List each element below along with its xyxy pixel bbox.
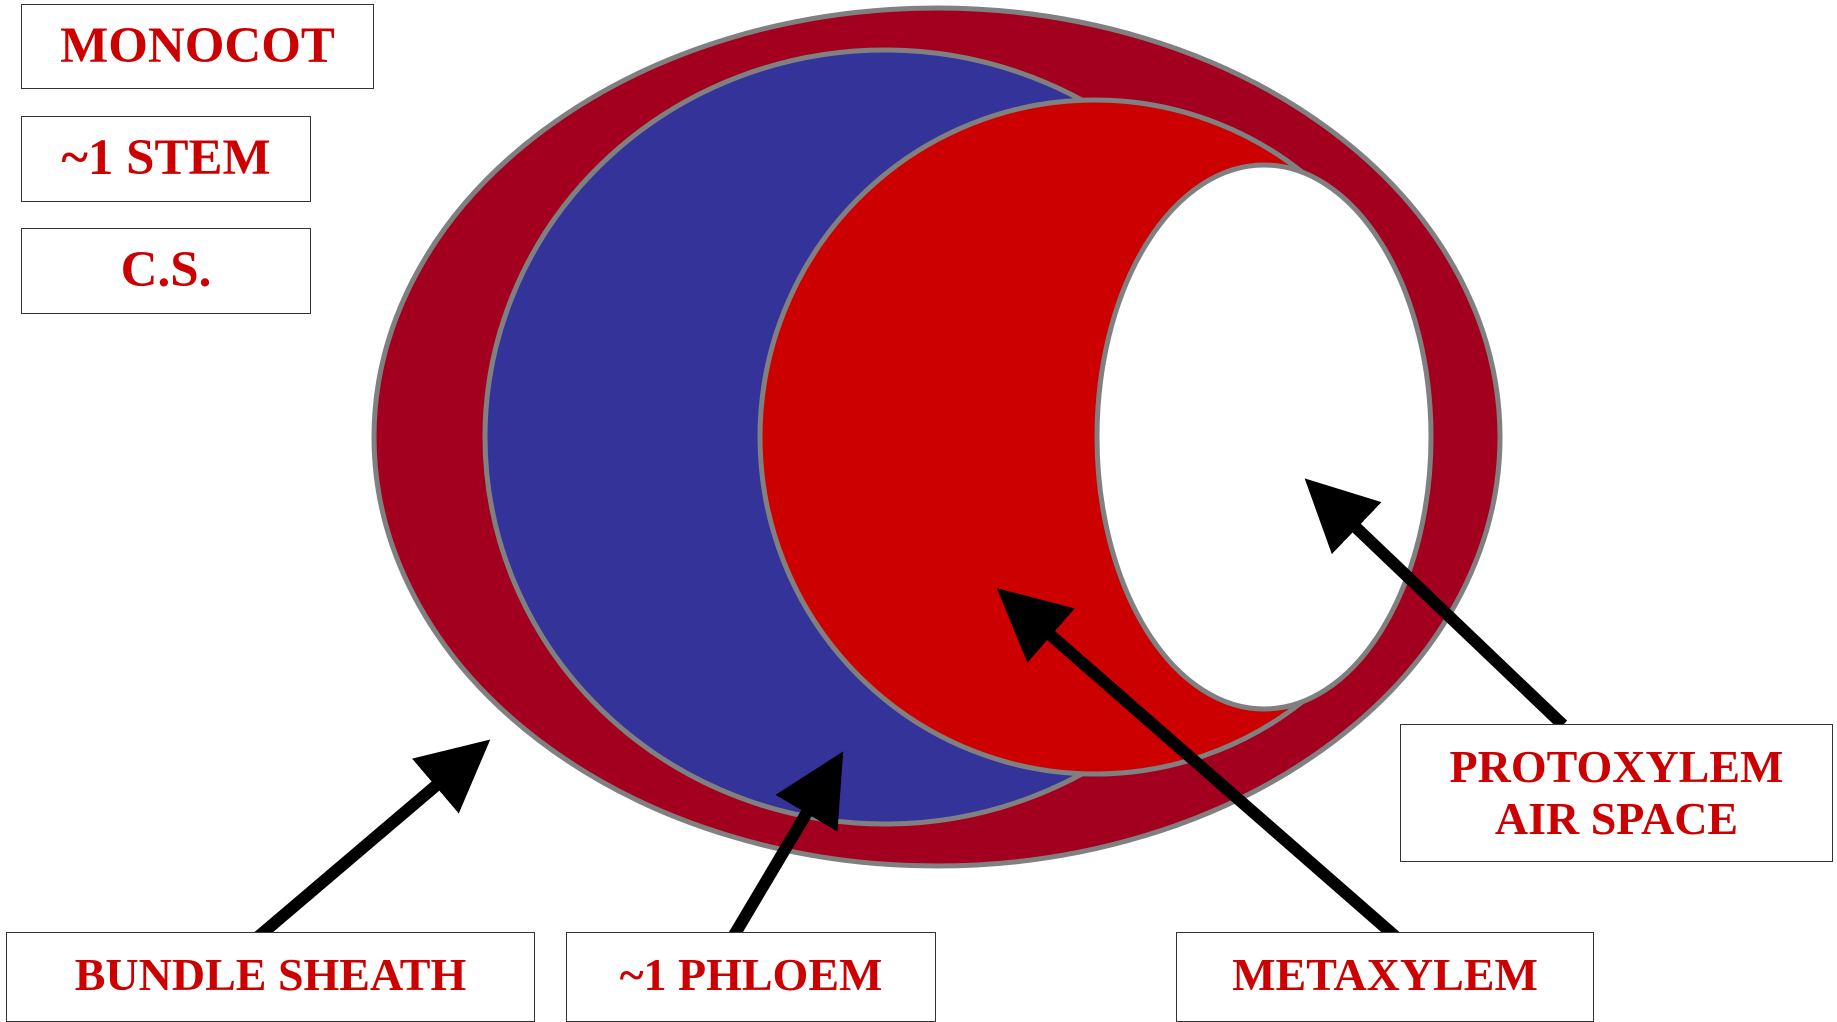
bundle-sheath-label: BUNDLE SHEATH [74, 949, 467, 1000]
protoxylem-air-space-region [1094, 162, 1434, 712]
protoxylem-label-line1: PROTOXYLEM [1449, 741, 1784, 793]
protoxylem-label-line2: AIR SPACE [1494, 793, 1739, 844]
stem-title: ~1 STEM [61, 130, 271, 187]
phloem-label-box: ~1 PHLOEM [566, 932, 936, 1022]
monocot-title: MONOCOT [60, 17, 335, 74]
protoxylem-air-space-label-box: PROTOXYLEM AIR SPACE [1400, 724, 1833, 862]
cs-title: C.S. [120, 242, 212, 299]
bundle-sheath-arrow [254, 739, 491, 942]
bundle-sheath-label-box: BUNDLE SHEATH [6, 932, 535, 1022]
phloem-arrow [727, 751, 844, 941]
metaxylem-label: METAXYLEM [1232, 949, 1538, 1000]
monocot-title-box: MONOCOT [21, 4, 374, 89]
cs-title-box: C.S. [21, 228, 311, 314]
metaxylem-arrow [996, 588, 1400, 942]
phloem-label: ~1 PHLOEM [619, 949, 883, 1000]
protoxylem-arrow [1304, 478, 1568, 730]
metaxylem-label-box: METAXYLEM [1176, 932, 1594, 1022]
stem-title-box: ~1 STEM [21, 116, 311, 202]
